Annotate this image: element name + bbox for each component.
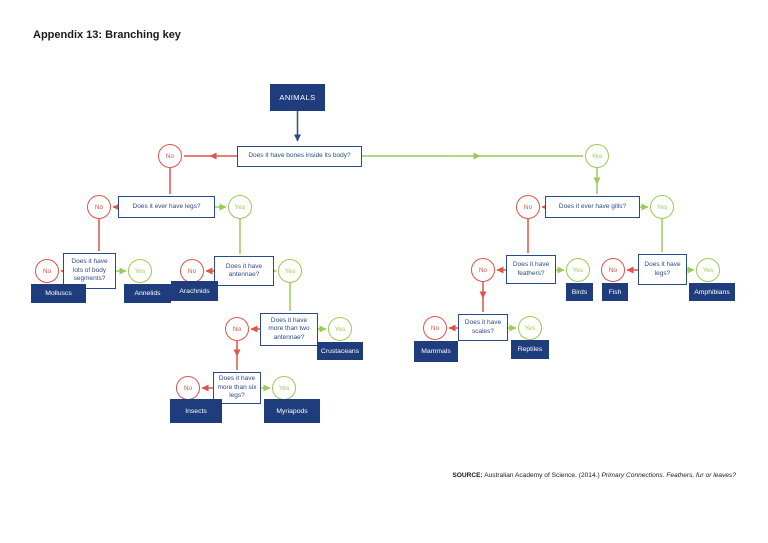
no-circle-ever-legs: No (87, 195, 111, 219)
page-title: Appendix 13: Branching key (33, 29, 181, 41)
outcome-birds: Birds (566, 283, 593, 301)
outcome-fish: Fish (602, 283, 628, 301)
question-bones: Does it have bones inside its body? (237, 146, 362, 167)
no-circle-two-antennae: No (225, 317, 249, 341)
outcome-crustaceans: Crustaceans (317, 342, 363, 360)
no-circle-bones: No (158, 144, 182, 168)
yes-circle-bones: Yes (585, 144, 609, 168)
yes-circle-body-segments: Yes (128, 259, 152, 283)
yes-circle-legs: Yes (696, 258, 720, 282)
outcome-reptiles: Reptiles (511, 340, 549, 359)
outcome-myriapods: Myriapods (264, 399, 320, 423)
yes-circle-two-antennae: Yes (328, 317, 352, 341)
outcome-amphibians: Amphibians (689, 283, 735, 301)
yes-circle-feathers: Yes (566, 258, 590, 282)
question-gills: Does it ever have gills? (545, 196, 640, 218)
outcome-annelids: Annelids (124, 284, 171, 303)
no-circle-feathers: No (471, 258, 495, 282)
yes-circle-six-legs: Yes (272, 376, 296, 400)
source-citation: SOURCE: Australian Academy of Science. (… (452, 472, 736, 479)
question-antennae: Does it have antennae? (214, 256, 274, 286)
source-label: SOURCE: (452, 472, 483, 479)
yes-circle-antennae: Yes (278, 259, 302, 283)
no-circle-gills: No (516, 195, 540, 219)
question-six-legs: Does it have more than six legs? (213, 372, 261, 404)
question-ever-legs: Does it ever have legs? (118, 196, 215, 218)
node-animals-root: ANIMALS (270, 84, 325, 111)
yes-circle-gills: Yes (650, 195, 674, 219)
outcome-mammals: Mammals (414, 341, 458, 362)
question-feathers: Does it have feathers? (506, 255, 556, 284)
no-circle-antennae: No (180, 259, 204, 283)
yes-circle-ever-legs: Yes (228, 195, 252, 219)
no-circle-scales: No (423, 316, 447, 340)
outcome-molluscs: Molluscs (31, 284, 86, 303)
question-scales: Does it have scales? (458, 314, 508, 341)
outcome-insects: Insects (170, 399, 222, 423)
question-body-segments: Does it have lots of body segments? (63, 253, 116, 289)
outcome-arachnids: Arachnids (171, 281, 218, 301)
yes-circle-scales: Yes (518, 316, 542, 340)
no-circle-body-segments: No (35, 259, 59, 283)
no-circle-six-legs: No (176, 376, 200, 400)
question-two-antennae: Does it have more than two antennae? (260, 313, 318, 346)
source-text: Australian Academy of Science. (2014.) (482, 472, 602, 479)
no-circle-legs: No (601, 258, 625, 282)
question-legs: Does it have legs? (638, 254, 687, 285)
source-work-title: Primary Connections. Feathers, fur or le… (601, 472, 737, 479)
